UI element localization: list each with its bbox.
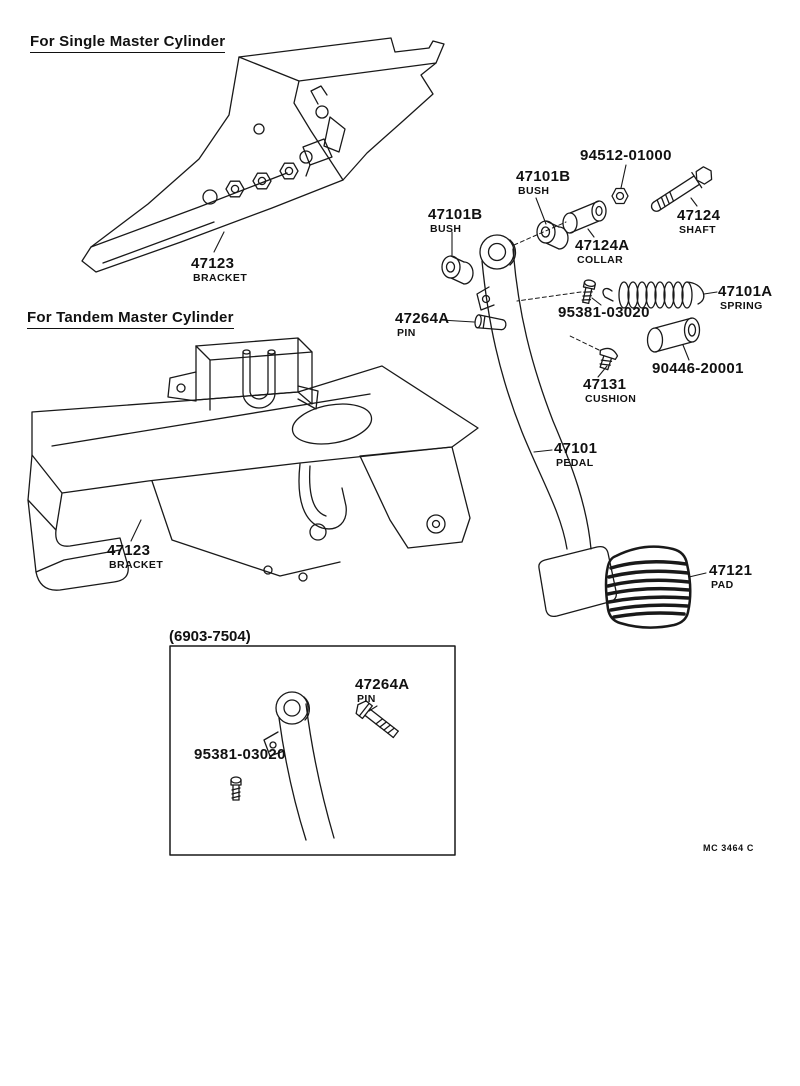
section-title-single-master: For Single Master Cylinder <box>30 33 226 53</box>
washer-drawing <box>611 187 629 205</box>
part-name: SPRING <box>720 300 763 312</box>
part-label-cushion: 47131 CUSHION <box>583 376 637 406</box>
page-code: MC 3464 C <box>703 843 754 853</box>
part-label-bush-upper: 47101B BUSH <box>516 168 571 198</box>
assembly-dashed-lines <box>513 221 600 351</box>
part-label-screw: 95381-03020 <box>558 305 650 321</box>
part-number: 47101B <box>516 168 571 185</box>
inset-screw-drawing <box>230 776 242 801</box>
inset-pin-drawing <box>355 700 399 739</box>
cushion-drawing <box>599 347 619 371</box>
part-number: 47124 <box>677 207 721 224</box>
part-label-bracket-tandem: 47123 BRACKET <box>107 542 164 572</box>
part-name: BRACKET <box>109 559 164 571</box>
part-number: 47124A <box>575 237 630 254</box>
single-bracket-drawing <box>81 37 445 273</box>
pad-drawing <box>604 545 692 629</box>
part-name: CUSHION <box>585 393 637 405</box>
part-label-washer: 94512-01000 <box>580 148 672 164</box>
part-label-pedal: 47101 PEDAL <box>554 440 598 470</box>
part-name: PIN <box>357 693 376 705</box>
part-label-spring: 47101A SPRING <box>718 283 773 313</box>
part-name: SHAFT <box>679 224 716 236</box>
leader-lines <box>130 164 718 712</box>
pedal-drawing <box>476 234 617 618</box>
part-number: 47264A <box>395 310 450 327</box>
part-name: PIN <box>397 327 416 339</box>
part-name: PAD <box>711 579 734 591</box>
part-label-inset-pin: 47264A PIN <box>355 676 410 706</box>
part-number: 47264A <box>355 676 410 693</box>
pin-drawing <box>474 314 507 331</box>
part-label-grommet: 90446-20001 <box>652 361 744 377</box>
part-name: COLLAR <box>577 254 624 266</box>
part-name: BRACKET <box>193 272 248 284</box>
part-label-shaft: 47124 SHAFT <box>677 207 721 237</box>
part-label-pin: 47264A PIN <box>395 310 450 340</box>
part-number: 47123 <box>191 255 235 272</box>
inset-pedal-drawing <box>263 691 335 841</box>
part-number: 95381-03020 <box>558 304 650 321</box>
part-name: BUSH <box>430 223 462 235</box>
part-label-pad: 47121 PAD <box>709 562 753 592</box>
part-label-inset-screw: 95381-03020 <box>194 747 286 763</box>
part-number: 94512-01000 <box>580 147 672 164</box>
part-name: PEDAL <box>556 457 594 469</box>
collar-drawing <box>562 200 607 234</box>
tandem-bracket-drawing <box>27 337 479 591</box>
bush-lower-drawing <box>441 255 474 285</box>
part-number: 47101 <box>554 440 598 457</box>
shaft-drawing <box>650 166 713 212</box>
part-label-collar: 47124A COLLAR <box>575 237 630 267</box>
part-number: 47131 <box>583 376 627 393</box>
part-label-bush-lower: 47101B BUSH <box>428 206 483 236</box>
part-number: 47101B <box>428 206 483 223</box>
part-number: 90446-20001 <box>652 360 744 377</box>
part-label-bracket-single: 47123 BRACKET <box>191 255 248 285</box>
part-number: 47101A <box>718 283 773 300</box>
section-title-tandem-master: For Tandem Master Cylinder <box>27 309 234 329</box>
inset-date-range: (6903-7504) <box>169 628 251 645</box>
part-name: BUSH <box>518 185 550 197</box>
bush-upper-drawing <box>536 220 569 250</box>
screw-drawing <box>581 279 596 305</box>
part-number: 95381-03020 <box>194 746 286 763</box>
inset-box <box>169 645 456 856</box>
spring-drawing <box>602 281 705 309</box>
part-number: 47123 <box>107 542 151 559</box>
grommet-drawing <box>646 317 701 353</box>
part-number: 47121 <box>709 562 753 579</box>
